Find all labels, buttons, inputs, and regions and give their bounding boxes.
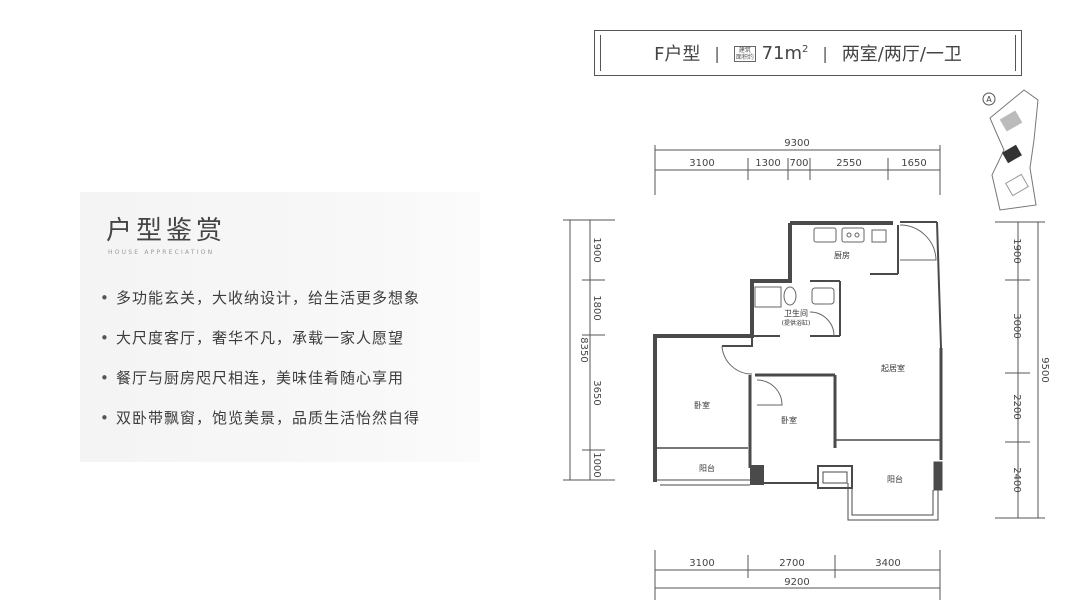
top-dim: 3100 [689,158,714,169]
feature-item: •餐厅与厨房咫尺相连，美味佳肴随心享用 [100,369,405,387]
left-dim: 1000 [591,452,602,477]
feature-item: •多功能玄关，大收纳设计，给生活更多想象 [100,289,421,307]
site-key-map: A [982,89,1039,211]
right-dim: 3000 [1011,313,1022,338]
door-swings [721,224,937,406]
bullet-icon: • [100,409,110,427]
right-total-dim: 9500 [1039,357,1050,382]
right-dim: 1900 [1011,238,1022,263]
building-block-icon [1002,144,1022,164]
left-total-dim: 8350 [578,337,589,362]
area-label: 建筑面积约 [733,45,756,62]
room-bedroom-1: 卧室 [694,400,710,410]
feature-item: •大尺度客厅，奢华不凡，承载一家人愿望 [100,329,405,347]
area-group: 建筑面积约 71m2 [733,42,809,64]
bullet-icon: • [100,329,110,347]
room-living: 起居室 [881,363,905,373]
room-balcony-2: 阳台 [887,474,903,484]
unit-area: 71m2 [761,42,809,64]
top-dim: 700 [789,158,808,169]
right-dim: 2200 [1011,394,1022,419]
room-bedroom-2: 卧室 [781,415,797,425]
walls [653,221,943,521]
panel-subtitle: HOUSE APPRECIATION [108,249,215,256]
building-block-icon [1005,173,1029,197]
site-outline [989,89,1039,211]
room-balcony-1: 阳台 [699,463,715,473]
bottom-total-dim: 9200 [784,577,809,588]
bottom-dim: 3400 [875,558,900,569]
room-kitchen: 厨房 [834,250,850,260]
left-dim: 1900 [591,237,602,262]
fixtures [754,227,887,308]
room-bathroom-note: (提供浴缸) [782,319,811,327]
panel-title: 户型鉴赏 [106,216,227,246]
site-marker-icon [982,92,996,106]
top-dimensions [654,145,941,195]
right-dim: 2400 [1011,467,1022,492]
bottom-dimensions [654,550,941,600]
feature-list: •多功能玄关，大收纳设计，给生活更多想象 •大尺度客厅，奢华不凡，承载一家人愿望… [100,287,420,447]
unit-header: F户型 | 建筑面积约 71m2 | 两室/两厅/一卫 [594,30,1022,76]
left-dim: 1800 [591,295,602,320]
top-dim: 2550 [836,158,861,169]
left-dimensions [563,219,615,481]
building-block-icon [999,110,1023,132]
left-dim: 3650 [591,380,602,405]
site-marker-label: A [986,95,992,104]
bottom-dim: 2700 [779,558,804,569]
room-bathroom: 卫生间 [784,308,808,318]
unit-layout: 两室/两厅/一卫 [841,44,962,65]
bullet-icon: • [100,369,110,387]
right-dimensions [995,221,1045,519]
divider: | [822,43,828,63]
top-total-dim: 9300 [784,138,809,149]
unit-type: F户型 [654,44,701,65]
bottom-dim: 3100 [689,558,714,569]
feature-item: •双卧带飘窗，饱览美景，品质生活怡然自得 [100,409,421,427]
divider: | [714,43,720,63]
bullet-icon: • [100,289,110,307]
top-dim: 1300 [755,158,780,169]
top-dim: 1650 [901,158,926,169]
info-panel: 户型鉴赏 HOUSE APPRECIATION •多功能玄关，大收纳设计，给生活… [80,192,480,462]
